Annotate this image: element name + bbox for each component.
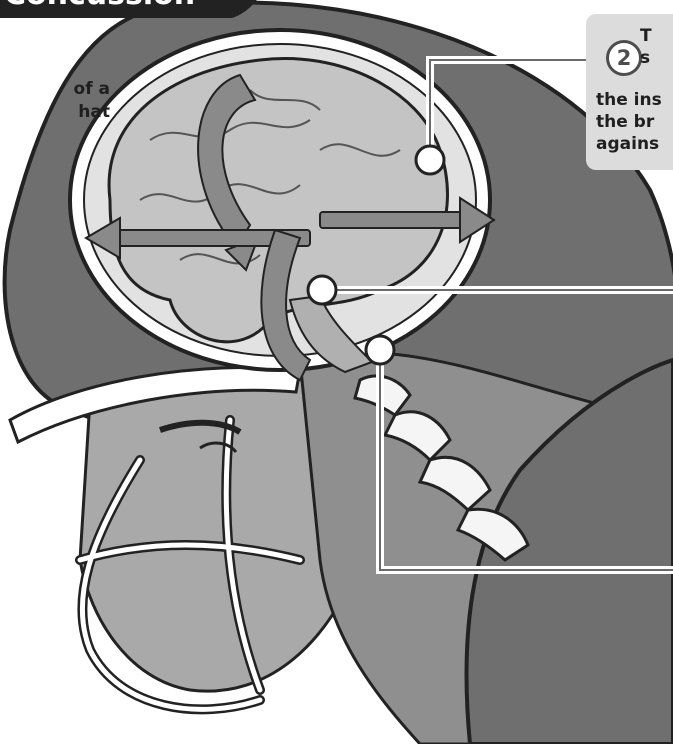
left-caption: of a hat bbox=[0, 78, 110, 124]
callout-line-5: agains bbox=[596, 134, 659, 154]
step-number-badge: 2 bbox=[606, 40, 642, 76]
callout-line-1: T bbox=[640, 26, 652, 46]
callout-line-4: the br bbox=[596, 112, 654, 132]
left-caption-line-2: hat bbox=[0, 101, 110, 124]
title-text: Concussion bbox=[4, 0, 195, 12]
leader-dot-1 bbox=[416, 146, 444, 174]
leader-dot-2 bbox=[308, 276, 336, 304]
leader-dot-3 bbox=[366, 336, 394, 364]
left-caption-line-1: of a bbox=[0, 78, 110, 101]
callout-line-2: s bbox=[640, 48, 650, 68]
title-banner: Concussion bbox=[0, 0, 300, 18]
callout-line-3: the ins bbox=[596, 90, 662, 110]
